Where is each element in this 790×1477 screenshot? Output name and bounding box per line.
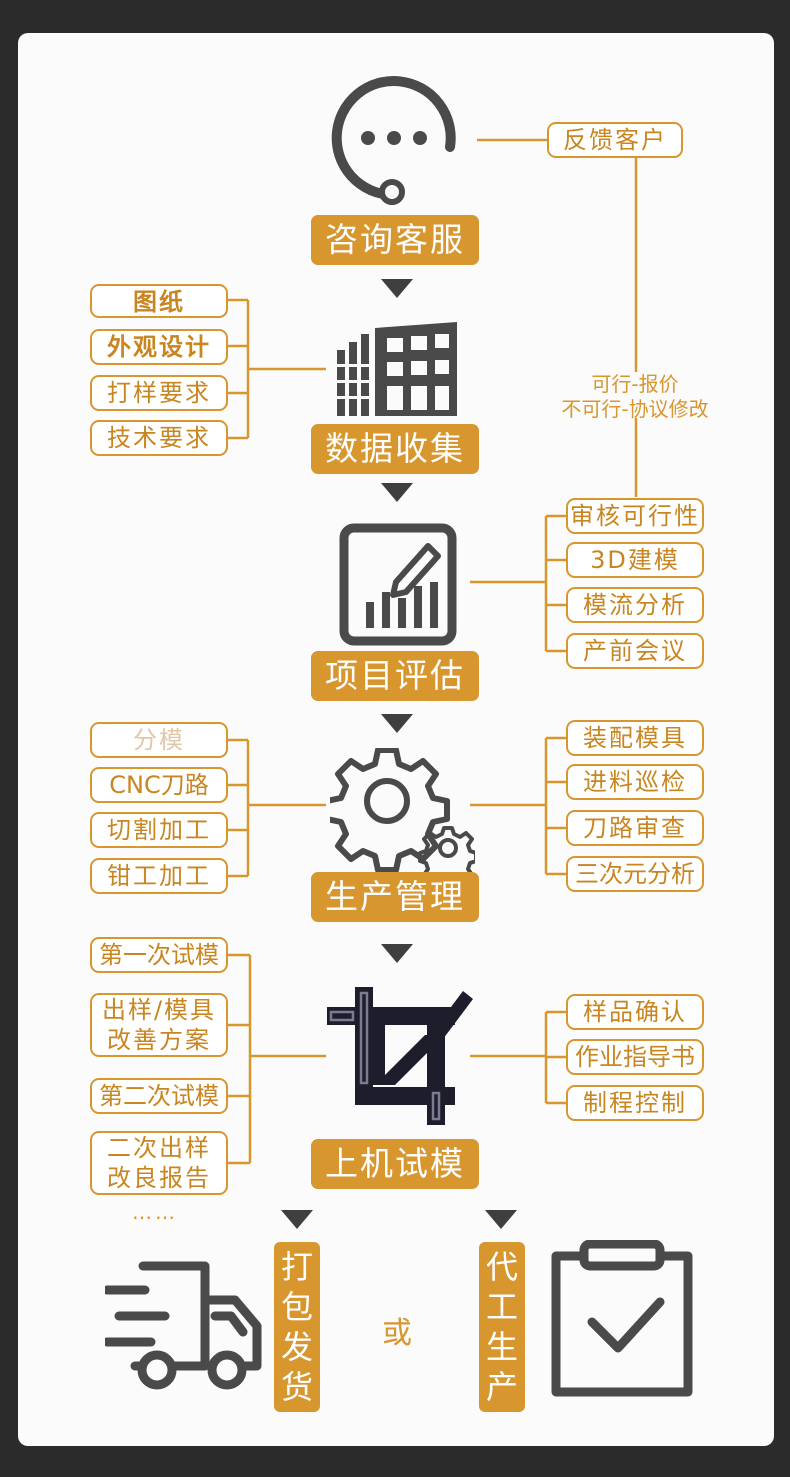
outcome-oem-char: 产: [485, 1368, 518, 1406]
stage-evaluation: 项目评估: [311, 651, 479, 701]
production-left-item: 切割加工: [90, 812, 228, 848]
outcome-ship-char: 打: [280, 1248, 313, 1286]
outcome-ship-char: 发: [280, 1328, 313, 1366]
data-item: 图纸: [90, 284, 228, 318]
clipboard-check-icon: [551, 1240, 693, 1397]
delivery-truck-icon: [105, 1261, 262, 1390]
trial-left-line: 二次出样: [107, 1134, 211, 1162]
evaluation-item: 审核可行性: [566, 498, 704, 534]
outcome-ship: 打包发货: [274, 1242, 320, 1412]
chart-pencil-icon: [339, 523, 457, 646]
feasibility-no: 不可行-协议修改: [561, 397, 709, 421]
data-item: 技术要求: [90, 420, 228, 456]
crop-tool-icon: [327, 987, 473, 1125]
evaluation-item: 3D建模: [566, 542, 704, 578]
production-right-item: 三次元分析: [566, 856, 704, 892]
trial-left-line: 出样/模具: [101, 996, 217, 1024]
production-right-item: 进料巡检: [566, 764, 704, 800]
evaluation-item: 模流分析: [566, 587, 704, 623]
production-left-item: 分模: [90, 722, 228, 758]
trial-right-item: 制程控制: [566, 1085, 704, 1121]
trial-right-item: 作业指导书: [566, 1039, 704, 1075]
trial-left-item: 第一次试模: [90, 937, 228, 973]
evaluation-item: 产前会议: [566, 633, 704, 669]
or-label: 或: [382, 1316, 412, 1351]
more-ellipsis: ……: [132, 1200, 178, 1224]
feasibility-yes: 可行-报价: [591, 372, 679, 396]
trial-left-item: 出样/模具 改善方案: [90, 993, 228, 1057]
outcome-oem-char: 生: [485, 1328, 518, 1366]
trial-left-item: 第二次试模: [90, 1078, 228, 1114]
feedback-customer-box: 反馈客户: [547, 122, 683, 158]
outcome-ship-char: 包: [280, 1288, 313, 1326]
building-grid-icon: [337, 322, 457, 416]
trial-left-item: 二次出样 改良报告: [90, 1131, 228, 1195]
trial-right-item: 样品确认: [566, 994, 704, 1030]
production-right-item: 装配模具: [566, 720, 704, 756]
stage-data-collection: 数据收集: [311, 424, 479, 474]
trial-left-line: 改善方案: [107, 1026, 211, 1054]
outcome-ship-char: 货: [280, 1368, 313, 1406]
outcome-oem-char: 代: [485, 1248, 518, 1286]
data-item: 打样要求: [90, 375, 228, 411]
production-left-item: CNC刀路: [90, 767, 228, 803]
data-item: 外观设计: [90, 329, 228, 365]
trial-left-line: 改良报告: [107, 1164, 211, 1192]
outcome-oem: 代工生产: [479, 1242, 525, 1412]
feasibility-note: 可行-报价 不可行-协议修改: [530, 372, 740, 422]
gears-icon: [330, 748, 475, 873]
stage-consult: 咨询客服: [311, 215, 479, 265]
stage-trial-mold: 上机试模: [311, 1139, 479, 1189]
production-right-item: 刀路审查: [566, 810, 704, 846]
stage-production: 生产管理: [311, 872, 479, 922]
chat-bubble-icon: [331, 76, 456, 205]
outcome-oem-char: 工: [485, 1288, 518, 1326]
production-left-item: 钳工加工: [90, 858, 228, 894]
